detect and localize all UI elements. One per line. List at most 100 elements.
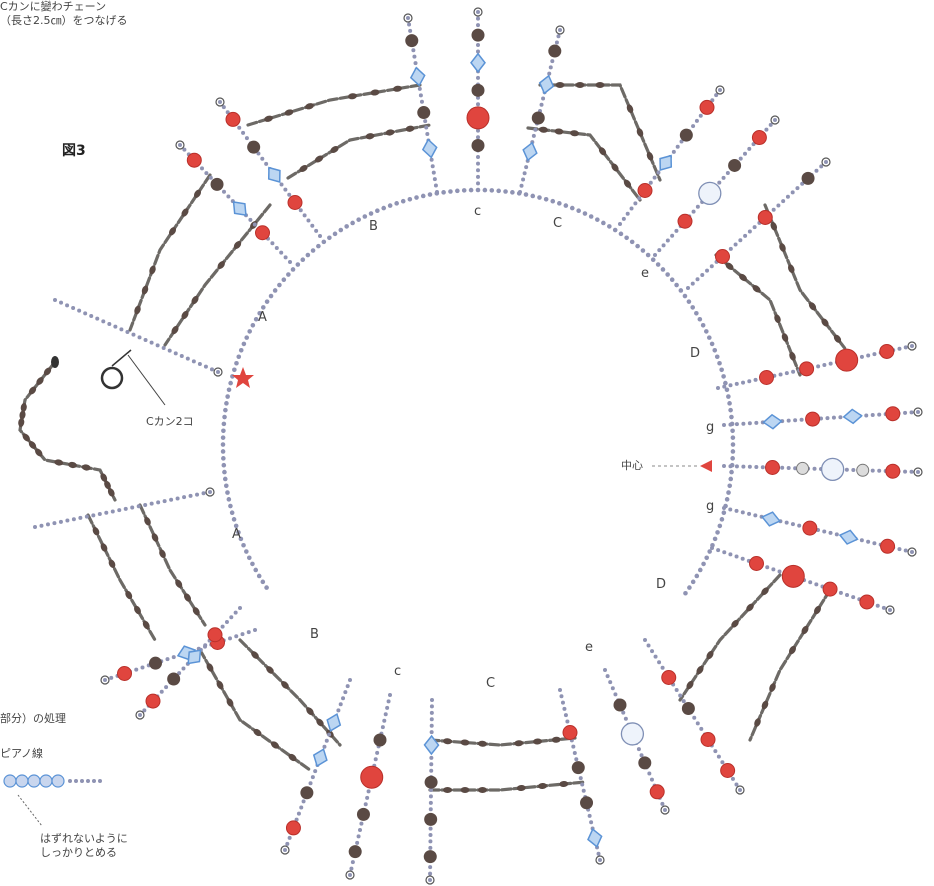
red-bead bbox=[145, 693, 161, 709]
eye-pin-loop bbox=[595, 855, 605, 865]
seed-bead bbox=[694, 573, 700, 579]
seed-bead bbox=[690, 579, 696, 585]
seed-bead bbox=[738, 156, 743, 161]
seed-bead bbox=[143, 338, 148, 342]
seed-bead bbox=[777, 569, 782, 574]
seed-bead bbox=[550, 59, 555, 64]
red-bead bbox=[207, 627, 223, 643]
seed-bead bbox=[681, 699, 686, 704]
seed-bead bbox=[625, 211, 630, 216]
seed-bead bbox=[910, 344, 914, 348]
seed-bead bbox=[675, 144, 680, 149]
seed-bead bbox=[730, 428, 735, 434]
seed-bead bbox=[223, 407, 228, 413]
red-bead bbox=[759, 370, 774, 385]
red-bead bbox=[637, 183, 653, 198]
seed-bead bbox=[724, 387, 730, 393]
seed-bead bbox=[221, 421, 227, 427]
strand-top-right-2 bbox=[618, 85, 725, 226]
chain-bead bbox=[206, 663, 214, 672]
seed-bead bbox=[428, 878, 432, 882]
seed-bead bbox=[558, 688, 562, 692]
seed-bead bbox=[285, 841, 290, 846]
seed-bead bbox=[519, 183, 524, 188]
seed-bead bbox=[310, 775, 315, 780]
red-bead bbox=[822, 581, 838, 597]
eye-pin-loop bbox=[555, 25, 565, 35]
seed-bead bbox=[476, 181, 480, 186]
seed-bead bbox=[621, 710, 626, 715]
strand-lower-right-3 bbox=[558, 688, 605, 865]
seed-bead bbox=[674, 282, 679, 288]
seed-bead bbox=[204, 171, 209, 176]
seed-bead bbox=[728, 246, 733, 251]
seed-bead bbox=[191, 359, 196, 364]
eye-pin-loop bbox=[100, 675, 110, 685]
blue-crystal-bead bbox=[522, 141, 538, 162]
figure-title: 図3 bbox=[62, 143, 86, 159]
seed-bead bbox=[786, 466, 791, 470]
chain-bead bbox=[18, 418, 25, 427]
chain-bead bbox=[159, 549, 166, 559]
seed-bead bbox=[287, 835, 292, 840]
strand-top-center bbox=[466, 7, 490, 192]
end-wire-lower bbox=[33, 487, 215, 529]
chain-bead bbox=[168, 227, 177, 236]
seed-bead bbox=[729, 421, 735, 427]
brown-bead bbox=[548, 44, 562, 58]
seed-bead bbox=[715, 530, 720, 535]
seed-bead bbox=[382, 718, 387, 723]
seed-bead bbox=[516, 191, 522, 196]
seed-bead bbox=[356, 834, 361, 839]
seed-bead bbox=[697, 567, 703, 573]
seed-bead bbox=[712, 536, 718, 542]
chain-bead bbox=[754, 718, 761, 727]
seed-bead bbox=[719, 517, 725, 522]
seed-bead bbox=[109, 675, 114, 680]
seed-bead bbox=[429, 157, 434, 162]
seed-bead bbox=[533, 127, 538, 132]
seed-bead bbox=[461, 188, 467, 193]
chain-bead bbox=[306, 707, 314, 716]
chain-bead bbox=[570, 130, 579, 137]
seed-bead bbox=[740, 556, 745, 561]
seed-bead bbox=[547, 71, 552, 76]
seed-bead bbox=[635, 243, 640, 249]
seed-bead bbox=[316, 243, 321, 249]
seed-bead bbox=[455, 188, 460, 194]
seed-bead bbox=[851, 468, 856, 472]
chain-bead bbox=[226, 698, 234, 707]
seed-bead bbox=[299, 805, 304, 810]
seed-bead bbox=[476, 49, 480, 54]
seed-bead bbox=[91, 513, 96, 518]
chain-bead bbox=[19, 410, 26, 420]
seed-bead bbox=[691, 209, 696, 214]
seed-bead bbox=[260, 156, 265, 161]
seed-bead bbox=[674, 228, 679, 233]
seed-bead bbox=[332, 231, 338, 237]
seed-bead bbox=[424, 125, 429, 130]
seed-bead bbox=[682, 293, 688, 299]
seed-bead bbox=[428, 794, 433, 799]
seed-bead bbox=[74, 779, 78, 783]
seed-bead bbox=[741, 421, 746, 426]
seed-bead bbox=[350, 220, 355, 226]
seed-bead bbox=[407, 22, 412, 27]
seed-bead bbox=[308, 781, 313, 786]
seed-bead bbox=[441, 190, 446, 195]
seed-bead bbox=[530, 193, 536, 199]
seed-bead bbox=[221, 428, 226, 434]
blue-crystal-bead bbox=[470, 52, 486, 73]
seed-bead bbox=[646, 643, 651, 648]
seed-bead bbox=[423, 119, 428, 124]
seed-bead bbox=[881, 605, 886, 610]
seed-bead bbox=[747, 464, 752, 469]
chain-bead bbox=[533, 738, 542, 745]
top-note-line2: （長さ2.5㎝）をつなげる bbox=[0, 13, 128, 27]
seed-bead bbox=[238, 606, 242, 610]
seed-bead bbox=[610, 686, 615, 691]
seed-bead bbox=[790, 190, 795, 195]
seed-bead bbox=[80, 779, 84, 783]
chain-bead bbox=[514, 740, 524, 747]
seed-bead bbox=[89, 314, 94, 318]
